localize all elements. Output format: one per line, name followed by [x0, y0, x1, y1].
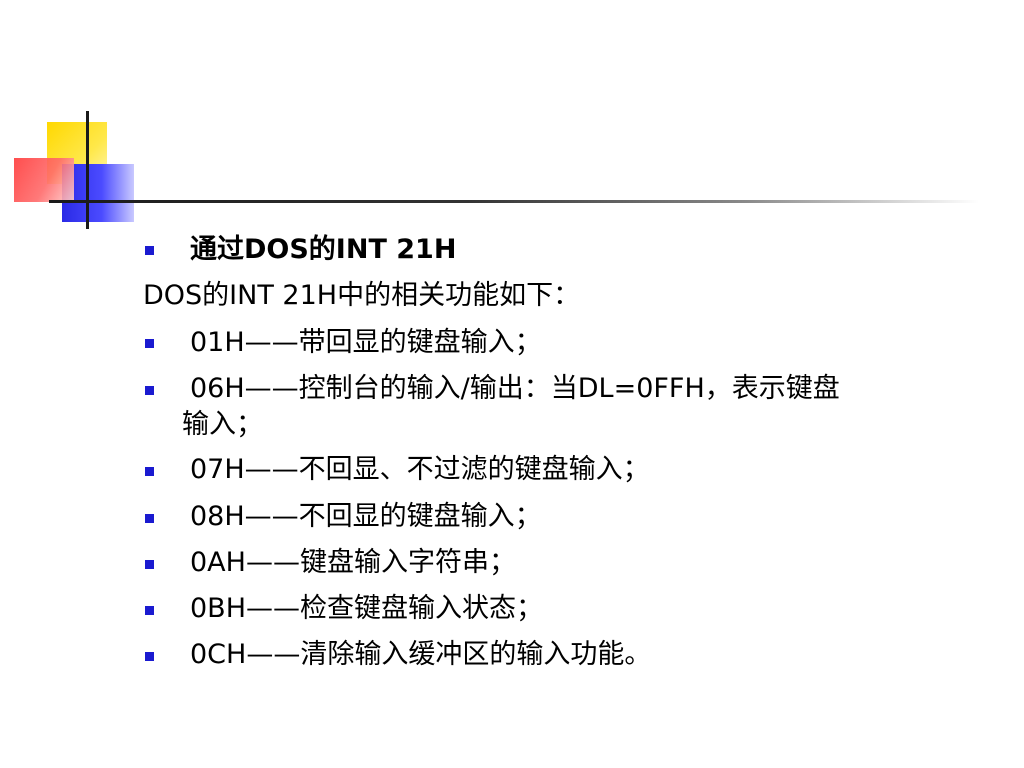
list-item: 0BH——检查键盘输入状态；: [190, 593, 544, 624]
intro-line: DOS的INT 21H中的相关功能如下：: [143, 280, 581, 311]
bullet-icon: [145, 514, 154, 523]
list-item: 07H——不回显、不过滤的键盘输入；: [190, 454, 650, 485]
bullet-icon: [145, 246, 154, 255]
title-divider-line: [49, 200, 979, 203]
decorative-logo: [0, 0, 1024, 240]
logo-red-square: [14, 158, 74, 202]
list-item: 0AH——键盘输入字符串；: [190, 547, 516, 578]
bullet-icon: [145, 560, 154, 569]
bullet-icon: [145, 467, 154, 476]
list-item: 06H——控制台的输入/输出：当DL=0FFH，表示键盘: [190, 373, 840, 404]
list-item: 0CH——清除输入缓冲区的输入功能。: [190, 639, 652, 670]
slide-heading: 通过DOS的INT 21H: [190, 234, 457, 265]
list-item: 08H——不回显的键盘输入；: [190, 501, 542, 532]
logo-vertical-line: [86, 111, 89, 229]
bullet-icon: [145, 339, 154, 348]
bullet-icon: [145, 386, 154, 395]
logo-blue-square: [62, 164, 134, 222]
list-item: 01H——带回显的键盘输入；: [190, 327, 542, 358]
bullet-icon: [145, 652, 154, 661]
list-item-continuation: 输入；: [182, 409, 263, 440]
bullet-icon: [145, 606, 154, 615]
